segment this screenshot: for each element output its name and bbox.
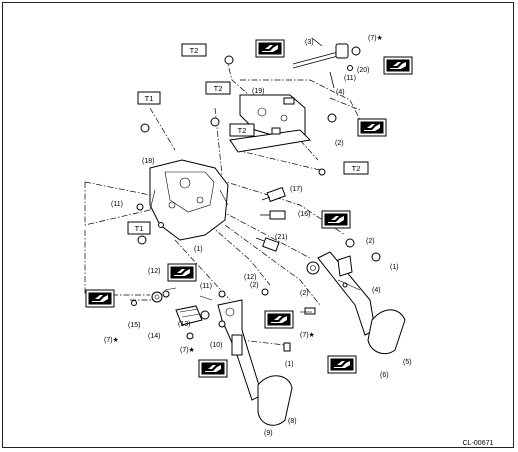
label-part-18: (18) xyxy=(142,158,154,165)
label-part-15: (15) xyxy=(128,322,140,329)
label-part-11-top: (11) xyxy=(344,75,356,82)
grease-icon xyxy=(321,210,351,229)
main-pedal-bracket xyxy=(136,159,229,245)
torque-t2-top: T2 xyxy=(190,46,199,55)
label-part-1-right: (1) xyxy=(390,264,399,271)
label-part-13: (13) xyxy=(178,321,190,328)
torque-spec-boxes xyxy=(127,43,369,235)
brake-pedal xyxy=(131,287,293,426)
label-part-7-brake: (7)★ xyxy=(180,346,195,354)
label-part-11-left: (11) xyxy=(111,201,123,208)
grease-icon xyxy=(255,39,285,58)
diagram-frame xyxy=(2,2,514,448)
upper-bracket xyxy=(140,55,337,176)
grease-icon xyxy=(198,359,228,378)
grease-icon xyxy=(264,310,294,329)
label-part-6: (6) xyxy=(380,372,389,379)
label-part-4-top: (4) xyxy=(336,89,345,96)
torque-t2-right: T2 xyxy=(352,164,361,173)
label-part-1-lower: (1) xyxy=(285,361,294,368)
label-part-14: (14) xyxy=(148,333,160,340)
label-part-1-bracket: (1) xyxy=(194,246,203,253)
label-part-2-clutch: (2) xyxy=(300,290,309,297)
label-part-8: (8) xyxy=(288,418,297,425)
grease-icon xyxy=(85,289,115,308)
label-part-16: (16) xyxy=(298,211,310,218)
grease-icon xyxy=(167,263,197,282)
label-part-11-lower: (11) xyxy=(200,283,212,290)
label-part-2-lower: (2) xyxy=(250,282,259,289)
label-part-12-right: (12) xyxy=(244,274,256,281)
label-part-9: (9) xyxy=(264,430,273,437)
label-part-7-clutch: (7)★ xyxy=(300,331,315,339)
label-part-19: (19) xyxy=(252,88,264,95)
label-part-5: (5) xyxy=(403,359,412,366)
label-part-10: (10) xyxy=(210,342,222,349)
torque-t2-mid: T2 xyxy=(214,84,223,93)
grease-icon xyxy=(357,118,387,137)
top-rod-assembly xyxy=(292,37,361,89)
label-part-7-top: (7)★ xyxy=(368,34,383,42)
torque-t1-left: T1 xyxy=(145,94,154,103)
label-part-4-right: (4) xyxy=(372,287,381,294)
figure-code: CL-00671 xyxy=(463,440,494,447)
label-part-17: (17) xyxy=(290,186,302,193)
torque-t2-bracket: T2 xyxy=(238,126,247,135)
label-part-2-top: (2) xyxy=(335,140,344,147)
label-part-20: (20) xyxy=(357,67,369,74)
label-part-21: (21) xyxy=(275,234,287,241)
label-part-3: (3) xyxy=(305,39,314,46)
grease-icon xyxy=(327,355,357,374)
switches xyxy=(255,186,286,252)
label-part-12-left: (12) xyxy=(148,268,160,275)
grease-icon xyxy=(383,56,413,75)
label-part-7-left: (7)★ xyxy=(104,336,119,344)
label-part-2-right: (2) xyxy=(366,238,375,245)
torque-t1-lower: T1 xyxy=(135,224,144,233)
clutch-pedal xyxy=(300,238,406,355)
